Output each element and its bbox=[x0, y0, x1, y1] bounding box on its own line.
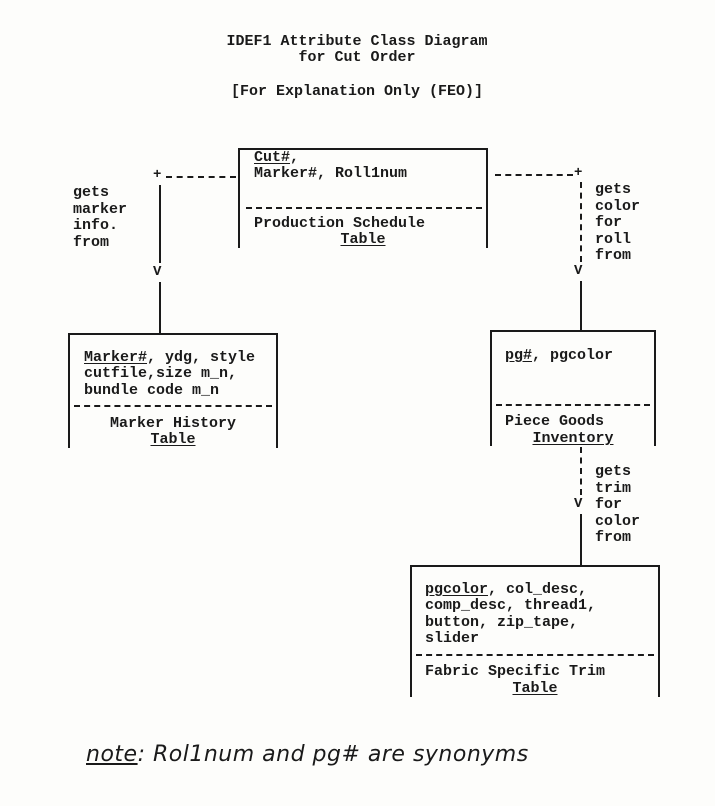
relation-label-trim: gets trim for color from bbox=[595, 463, 641, 547]
arrowhead-v: V bbox=[153, 264, 162, 280]
table-right-edge bbox=[486, 148, 488, 248]
arrowhead-v: V bbox=[574, 263, 583, 279]
connector-vertical bbox=[580, 281, 582, 331]
key-suffix: , pgcolor bbox=[532, 347, 614, 364]
attribute-line: comp_desc, thread1, bbox=[425, 597, 597, 614]
arrowhead-v: V bbox=[574, 496, 583, 512]
handwritten-footnote: note: Rol1num and pg# are synonyms bbox=[86, 742, 529, 767]
table-name: Marker History bbox=[109, 415, 237, 432]
connector-vertical bbox=[580, 182, 582, 262]
label-word: roll bbox=[595, 230, 632, 248]
attribute-line: bundle code m_n bbox=[84, 382, 220, 399]
table-left-edge bbox=[490, 330, 492, 446]
key-suffix: , bbox=[290, 149, 300, 166]
table-name: Piece Goods bbox=[505, 413, 605, 430]
table-right-edge bbox=[654, 330, 656, 446]
connector-vertical bbox=[580, 447, 582, 495]
label-word: color bbox=[595, 512, 641, 530]
table-top-rule bbox=[238, 148, 488, 150]
label-word: marker bbox=[73, 200, 128, 218]
label-word: color bbox=[595, 197, 641, 215]
fabric-trim-key-row: pgcolor, col_desc, bbox=[425, 581, 588, 599]
connector-horizontal bbox=[495, 174, 573, 176]
table-right-edge bbox=[658, 565, 660, 697]
table-top-rule bbox=[68, 333, 278, 335]
connector-vertical bbox=[159, 282, 161, 334]
production-schedule-key-row: Cut#, bbox=[254, 149, 300, 167]
label-word: from bbox=[595, 529, 632, 546]
table-divider bbox=[246, 207, 482, 209]
table-right-edge bbox=[276, 333, 278, 448]
table-name: Fabric Specific Trim bbox=[425, 663, 606, 680]
attribute-line: cutfile,size m_n, bbox=[84, 365, 238, 382]
footnote-label: note bbox=[86, 742, 138, 767]
connector-plus-mark: + bbox=[153, 167, 162, 183]
table-divider bbox=[416, 654, 654, 656]
table-top-rule bbox=[490, 330, 656, 332]
key-suffix: , ydg, style bbox=[147, 349, 256, 366]
table-name-line2: Table bbox=[512, 680, 558, 697]
connector-horizontal bbox=[166, 176, 236, 178]
piece-goods-key-row: pg#, pgcolor bbox=[505, 347, 614, 365]
label-word: trim bbox=[595, 479, 632, 497]
table-name: Production Schedule bbox=[254, 215, 426, 232]
label-word: from bbox=[73, 233, 110, 251]
attribute-line: button, zip_tape, bbox=[425, 614, 579, 631]
attribute-line: slider bbox=[425, 630, 480, 647]
table-divider bbox=[74, 405, 272, 407]
label-word: from bbox=[595, 247, 632, 264]
table-divider bbox=[496, 404, 650, 406]
diagram-note: [For Explanation Only (FEO)] bbox=[230, 83, 484, 100]
primary-key: pgcolor bbox=[425, 581, 489, 598]
relation-label-marker-info: gets marker info. from bbox=[73, 184, 128, 251]
attribute-line: Marker#, Roll1num bbox=[254, 165, 408, 182]
primary-key: Marker# bbox=[84, 349, 148, 366]
table-name-line2: Table bbox=[150, 431, 196, 448]
table-name-line2: Table bbox=[340, 231, 386, 248]
label-word: info. bbox=[73, 217, 119, 234]
marker-history-key-row: Marker#, ydg, style bbox=[84, 349, 256, 367]
table-name-line2: Inventory bbox=[532, 430, 614, 447]
footnote-text: : Rol1num and pg# are synonyms bbox=[137, 742, 529, 767]
relation-label-color: gets color for roll from bbox=[595, 181, 641, 265]
table-left-edge bbox=[68, 333, 70, 448]
label-word: gets bbox=[595, 463, 632, 480]
diagram-subtitle: for Cut Order bbox=[157, 49, 557, 67]
connector-vertical bbox=[159, 185, 161, 263]
label-word: for bbox=[595, 496, 623, 513]
subtitle-emphasis: Cut Order bbox=[334, 49, 416, 66]
table-left-edge bbox=[238, 148, 240, 248]
diagram-title: IDEF1 Attribute Class Diagram bbox=[226, 33, 488, 50]
table-top-rule bbox=[410, 565, 660, 567]
label-word: for bbox=[595, 214, 623, 231]
primary-key: pg# bbox=[505, 347, 533, 364]
label-word: gets bbox=[73, 184, 110, 201]
subtitle-prefix: for bbox=[298, 49, 335, 66]
connector-plus-mark: + bbox=[574, 165, 583, 181]
connector-vertical bbox=[580, 514, 582, 566]
label-word: gets bbox=[595, 181, 632, 198]
primary-key: Cut# bbox=[254, 149, 291, 166]
table-left-edge bbox=[410, 565, 412, 697]
key-suffix: , col_desc, bbox=[488, 581, 588, 598]
